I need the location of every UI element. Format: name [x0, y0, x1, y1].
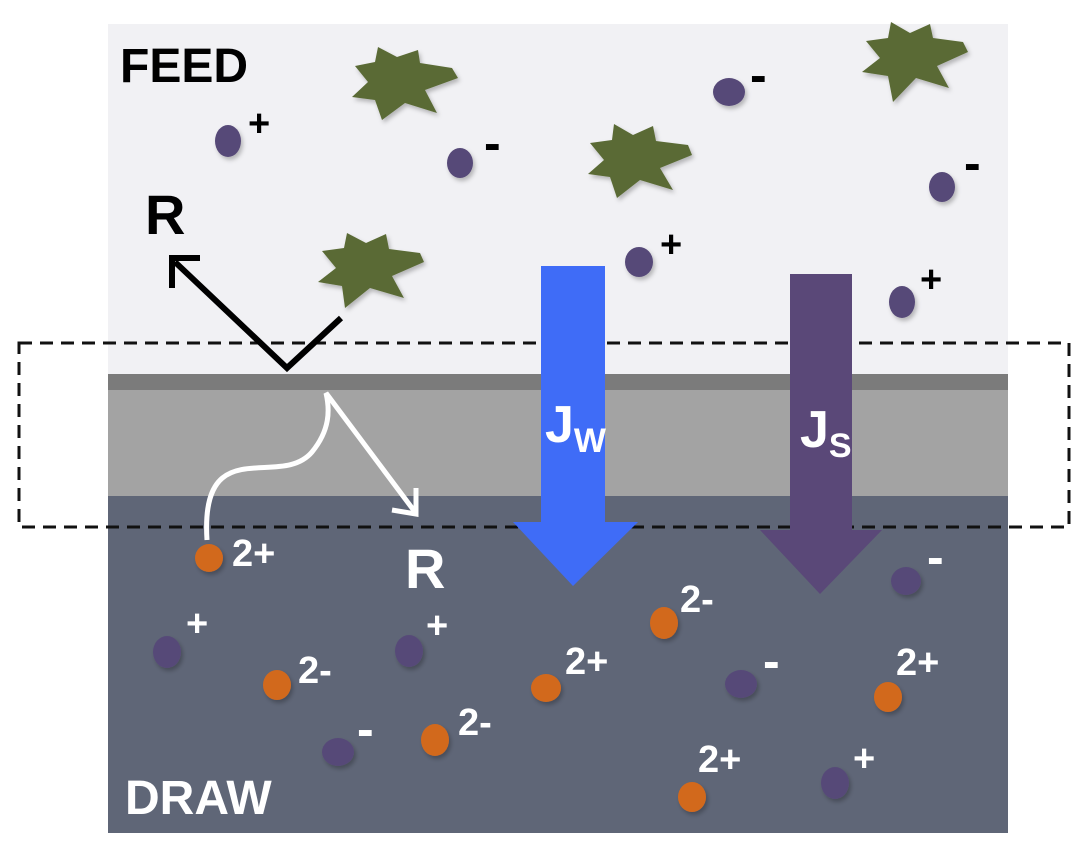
- charge-label: +: [660, 224, 682, 266]
- reverse-ion-path: [204, 391, 418, 541]
- ion: [153, 636, 181, 668]
- feed-charges: + - - - + +: [248, 47, 981, 301]
- charge-label: -: [964, 135, 981, 191]
- charge-label: 2+: [232, 533, 275, 575]
- rejection-arrow-feed: [172, 259, 344, 373]
- reverse-ion-path-head: [391, 488, 419, 517]
- ion: [322, 738, 354, 766]
- water-flux-subscript: W: [574, 422, 607, 460]
- ion: [725, 670, 757, 698]
- foulant-4: [318, 233, 424, 308]
- ion: [713, 78, 745, 106]
- charge-label: -: [763, 633, 780, 689]
- solute-flux-subscript: S: [829, 427, 852, 465]
- charge-label: 2+: [698, 739, 741, 781]
- foulant-1: [352, 47, 458, 120]
- charge-label: +: [853, 738, 875, 780]
- ion: [929, 172, 955, 202]
- divalent-ion: [678, 782, 706, 812]
- draw-label: DRAW: [125, 772, 272, 825]
- charge-label: 2-: [458, 702, 492, 744]
- charge-label: +: [186, 603, 208, 645]
- foulant-2: [588, 124, 692, 198]
- divalent-ion: [531, 674, 561, 702]
- divalent-ion: [650, 607, 678, 639]
- rejection-label-bottom: R: [405, 537, 445, 600]
- draw-ions: [153, 544, 921, 812]
- solute-flux-symbol: J: [800, 401, 829, 459]
- charge-label: +: [920, 259, 942, 301]
- charge-label: 2-: [298, 650, 332, 692]
- solute-flux-label: JS: [800, 401, 852, 465]
- divalent-ion: [263, 670, 291, 700]
- rejection-arrow-feed-head: [169, 255, 200, 288]
- ion: [821, 767, 849, 799]
- solute-flux-arrow: [760, 274, 882, 594]
- water-flux-label: JW: [545, 396, 607, 460]
- charge-label: -: [484, 115, 501, 171]
- feed-label: FEED: [120, 40, 248, 93]
- charge-label: 2+: [565, 641, 608, 683]
- ion: [625, 247, 653, 277]
- charge-label: -: [357, 701, 374, 757]
- divalent-ion: [874, 682, 902, 712]
- feed-ions: [215, 78, 955, 318]
- rejection-label-top: R: [145, 183, 185, 246]
- charge-label: 2+: [896, 642, 939, 684]
- charge-label: +: [248, 103, 270, 145]
- ion: [215, 125, 241, 157]
- ion: [891, 567, 921, 595]
- ion: [447, 148, 473, 178]
- charge-label: -: [750, 47, 767, 103]
- charge-label: -: [927, 529, 944, 585]
- water-flux-symbol: J: [545, 396, 574, 454]
- draw-charges: 2+ + 2- + 2- 2+ - 2+ 2- - 2+ - 2+ +: [186, 529, 944, 781]
- divalent-ion: [195, 544, 223, 572]
- charge-label: +: [426, 605, 448, 647]
- charge-label: 2-: [680, 579, 714, 621]
- divalent-ion: [421, 724, 449, 756]
- water-flux-arrow: [513, 266, 638, 586]
- foulant-3: [862, 22, 968, 102]
- ion: [889, 286, 915, 318]
- ion: [395, 635, 423, 667]
